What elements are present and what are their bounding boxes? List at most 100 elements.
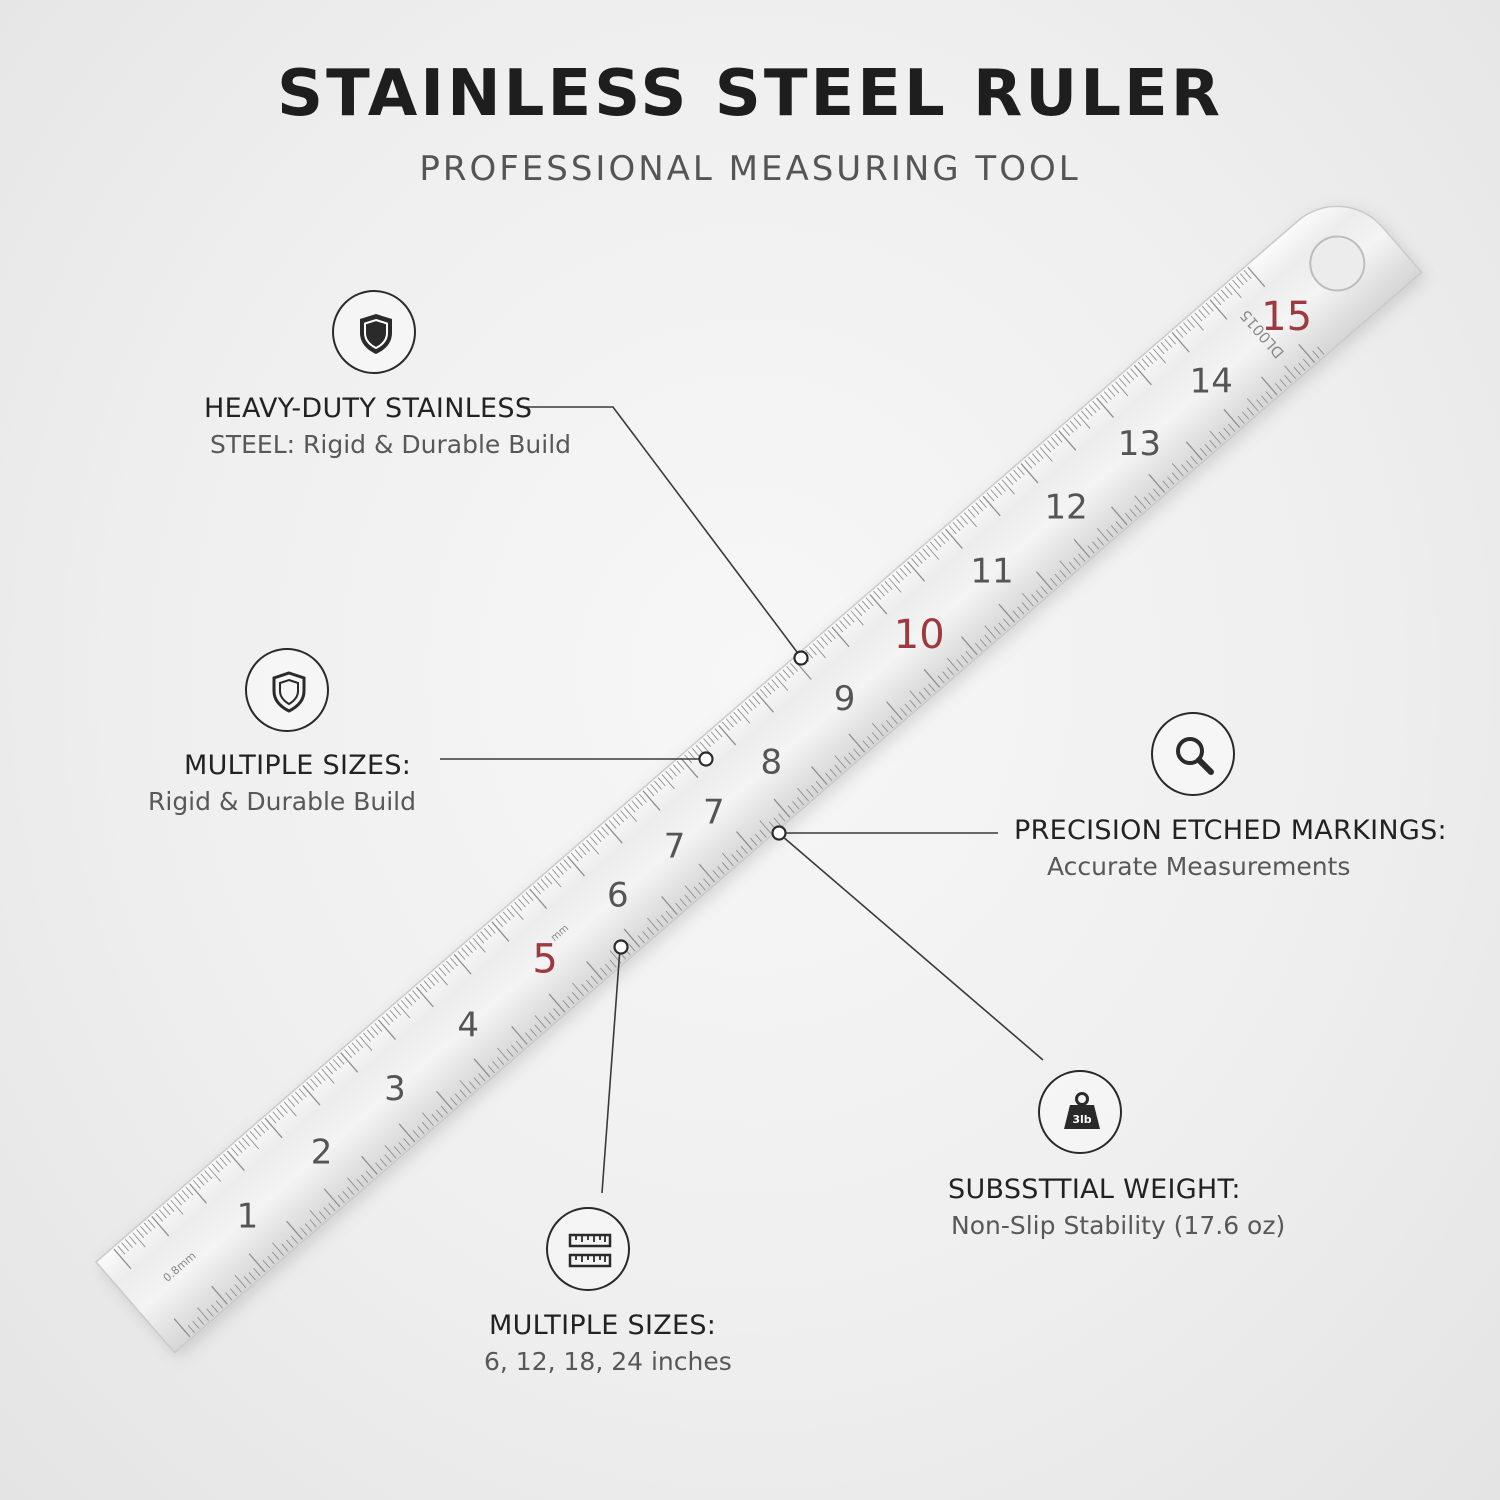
tick-top (529, 888, 548, 910)
tick-bottom (262, 1259, 270, 1269)
tick-top (446, 960, 455, 970)
tick-bottom (965, 651, 973, 660)
tick-top (238, 1140, 247, 1150)
ruler-ticks-bottom (173, 343, 1325, 1338)
tick-top (1247, 266, 1266, 288)
tick-bottom (1143, 496, 1151, 505)
tick-top (1039, 446, 1053, 462)
tick-top (242, 1137, 250, 1147)
tick-bottom (567, 996, 575, 1005)
callout-dot-heavy-duty (793, 650, 809, 666)
tick-top (842, 616, 851, 626)
tick-bottom (703, 878, 711, 887)
tick-bottom (248, 1253, 266, 1273)
tick-top (1005, 476, 1014, 486)
tick-top (740, 705, 749, 715)
tick-bottom (1021, 592, 1034, 607)
tick-top (816, 639, 825, 649)
tick-top (767, 682, 776, 692)
tick-bottom (684, 885, 697, 899)
tick-bottom (422, 1121, 430, 1131)
tick-top (434, 970, 448, 986)
tick-top (1209, 299, 1228, 320)
ruler-number: 2 (311, 1132, 333, 1172)
tick-top (544, 875, 553, 885)
tick-top (453, 954, 472, 975)
tick-bottom (393, 1146, 402, 1155)
tick-top (359, 1036, 373, 1051)
tick-bottom (197, 1316, 205, 1325)
tick-bottom (229, 1288, 238, 1297)
tick-top (1016, 466, 1025, 476)
tick-top (1168, 335, 1176, 345)
tick-bottom (379, 1158, 388, 1167)
tick-top (722, 721, 730, 731)
ruler-number: 11 (970, 552, 1013, 592)
tick-top (960, 515, 969, 525)
tick-top (1213, 296, 1222, 306)
tick-top (1141, 358, 1150, 368)
tick-bottom (1148, 473, 1166, 493)
tick-bottom (1031, 594, 1039, 603)
tick-bottom (267, 1255, 275, 1265)
tick-top (234, 1144, 243, 1153)
tick-bottom (867, 736, 875, 745)
tick-top (1190, 315, 1204, 331)
tick-bottom (1059, 569, 1067, 578)
ruler-number: 15 (1261, 294, 1312, 340)
tick-bottom (722, 852, 734, 867)
tick-top (865, 597, 874, 607)
tick-top (370, 1026, 379, 1036)
tick-top (540, 878, 549, 888)
tick-top (650, 783, 659, 793)
tick-top (771, 679, 780, 689)
hanging-hole (1309, 235, 1366, 292)
tick-top (272, 1111, 281, 1121)
tick-top (385, 1013, 394, 1023)
tick-bottom (1134, 504, 1142, 514)
tick-top (586, 839, 600, 855)
tick-top (608, 819, 617, 829)
tick-bottom (328, 1203, 336, 1212)
tick-top (1092, 400, 1101, 410)
ruler-number: 7 (664, 827, 686, 867)
tick-top (431, 973, 439, 983)
tick-top (918, 551, 927, 561)
tick-top (691, 747, 700, 757)
tick-top (956, 518, 965, 528)
tick-top (468, 941, 477, 950)
tick-bottom (1017, 606, 1025, 615)
weight-icon-label: 3lb (1072, 1113, 1091, 1126)
tick-bottom (211, 1304, 219, 1313)
tick-bottom (871, 722, 884, 737)
ruler-number: 3 (384, 1069, 406, 1109)
tick-top (1031, 453, 1040, 463)
tick-bottom (1068, 561, 1076, 570)
tick-top (351, 1042, 360, 1052)
tick-top (631, 800, 640, 810)
tick-bottom (515, 1040, 523, 1049)
tick-top (710, 731, 719, 741)
tick-bottom (1223, 427, 1231, 436)
tick-bottom (571, 992, 580, 1001)
tick-top (1171, 332, 1190, 353)
tick-top (525, 891, 534, 901)
tick-bottom (993, 626, 1001, 635)
tick-bottom (496, 1056, 505, 1066)
tick-bottom (403, 1138, 411, 1147)
tick-bottom (1110, 525, 1119, 534)
tick-top (703, 738, 712, 748)
tick-bottom (1171, 472, 1180, 481)
tick-bottom (787, 805, 795, 814)
tick-top (366, 1029, 375, 1039)
tick-top (1009, 472, 1018, 482)
tick-top (1081, 410, 1089, 420)
tick-top (1028, 456, 1037, 466)
tick-bottom (1185, 460, 1194, 469)
callout-line-heavy-duty (526, 406, 801, 657)
tick-top (1118, 378, 1127, 387)
tick-top (1065, 423, 1074, 433)
tick-top (729, 715, 738, 725)
tick-bottom (384, 1145, 397, 1159)
tick-bottom (1134, 495, 1147, 509)
